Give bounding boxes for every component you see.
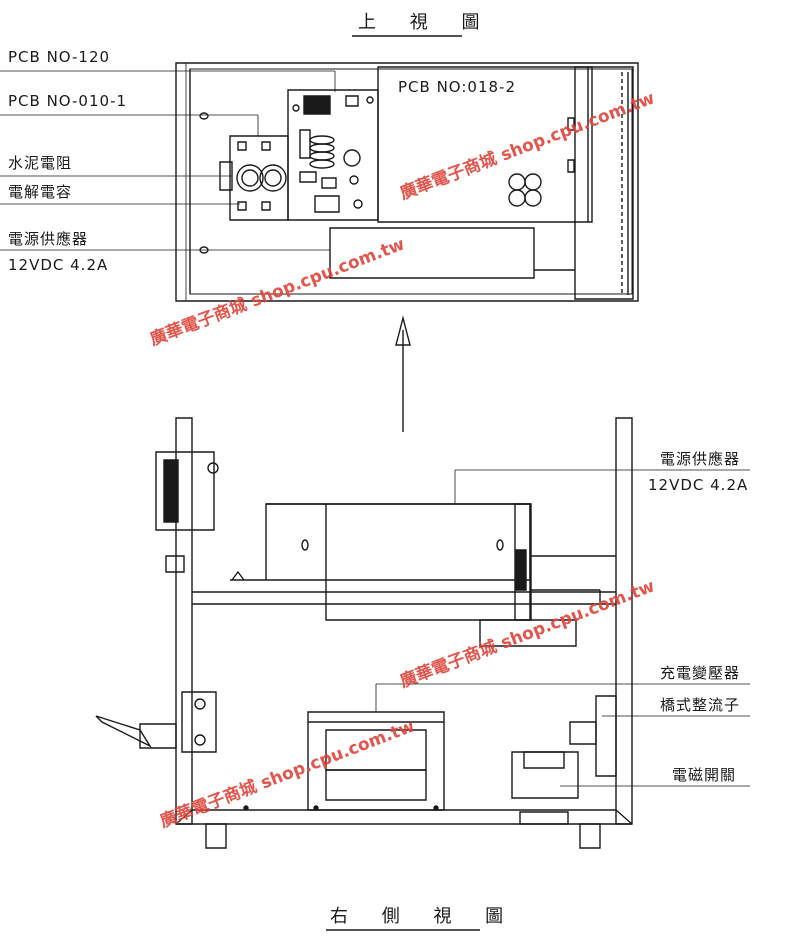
label-bridge-rectifier: 橋式整流子 xyxy=(660,696,741,714)
label-cement-resistor: 水泥電阻 xyxy=(8,154,73,172)
label-pcb-018: PCB NO:018-2 xyxy=(398,78,516,96)
label-side-power-supply: 電源供應器 xyxy=(660,450,741,468)
pcb-010-board xyxy=(230,136,288,220)
top-psu-block xyxy=(330,228,534,278)
direction-arrow xyxy=(396,318,410,432)
label-electrolytic-capacitor: 電解電容 xyxy=(8,183,73,201)
fuse-holder xyxy=(156,452,214,530)
label-pcb-010: PCB NO-010-1 xyxy=(8,92,128,110)
top-view-drawing xyxy=(0,63,638,301)
side-view-drawing xyxy=(96,418,750,848)
label-top-power-supply: 電源供應器 xyxy=(8,230,89,248)
switch-block xyxy=(182,692,216,752)
top-chassis xyxy=(176,63,638,301)
label-magnetic-switch: 電磁開關 xyxy=(672,766,737,784)
right-panel xyxy=(575,67,633,299)
label-side-power-spec: 12VDC 4.2A xyxy=(648,476,749,494)
relay xyxy=(512,752,578,798)
label-top-power-spec: 12VDC 4.2A xyxy=(8,256,109,274)
rectifier xyxy=(596,696,616,776)
top-view-title: 上 視 圖 xyxy=(358,12,494,33)
right-foot xyxy=(580,824,600,848)
right-upright xyxy=(616,418,632,824)
label-charging-transformer: 充電變壓器 xyxy=(660,664,741,682)
label-pcb-120: PCB NO-120 xyxy=(8,48,111,66)
side-psu-block xyxy=(266,504,530,580)
side-view-title: 右 側 視 圖 xyxy=(330,906,518,927)
left-foot xyxy=(206,824,226,848)
